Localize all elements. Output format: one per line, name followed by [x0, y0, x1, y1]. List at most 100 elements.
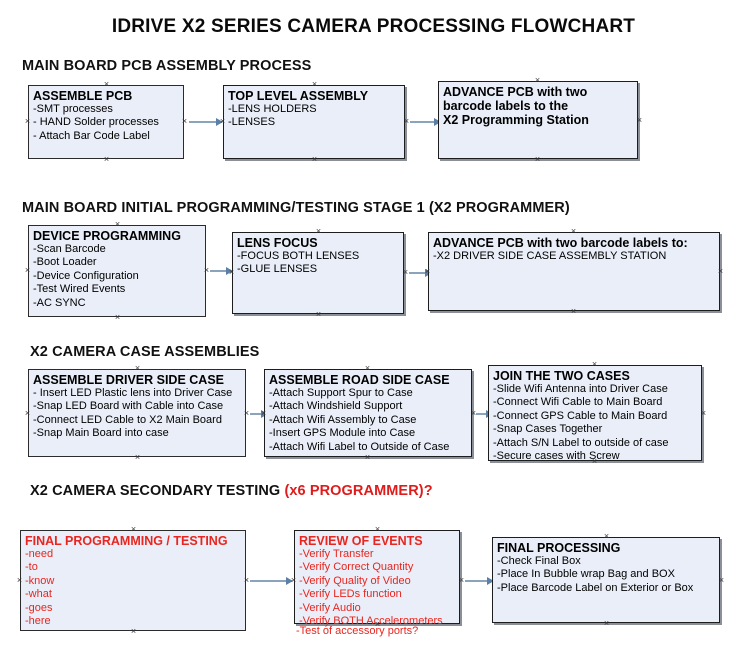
- connection-handle-right[interactable]: [181, 118, 188, 125]
- box-line: -X2 DRIVER SIDE CASE ASSEMBLY STATION: [433, 250, 667, 262]
- connection-handle-bottom[interactable]: [374, 621, 381, 628]
- box-line: -Place In Bubble wrap Bag and BOX: [497, 568, 675, 581]
- connection-handle-right[interactable]: [402, 269, 409, 276]
- box-line: -Verify Transfer: [299, 548, 374, 560]
- box-join-the-two-cases[interactable]: JOIN THE TWO CASES -Slide Wifi Antenna i…: [488, 365, 702, 463]
- connection-handle-left[interactable]: [24, 118, 31, 125]
- box-overflow-line: -Test of accessory ports?: [296, 625, 419, 637]
- section-heading-main-board-pcb-assembly: MAIN BOARD PCB ASSEMBLY PROCESS: [22, 58, 311, 74]
- connection-handle-bottom[interactable]: [114, 314, 121, 321]
- connection-handle-right[interactable]: [700, 410, 707, 417]
- box-title: JOIN THE TWO CASES: [493, 369, 630, 383]
- box-line: -Connect LED Cable to X2 Main Board: [33, 413, 222, 426]
- connection-handle-left[interactable]: [260, 410, 267, 417]
- box-line: -what: [25, 588, 52, 601]
- box-title: FINAL PROCESSING: [497, 541, 621, 555]
- connection-handle-bottom[interactable]: [570, 308, 577, 315]
- connection-handle-left[interactable]: [24, 267, 31, 274]
- section-heading-accent: (x6 PROGRAMMER)?: [284, 483, 433, 499]
- connection-handle-top[interactable]: [374, 526, 381, 533]
- box-line: -Verify Quality of Video: [299, 574, 411, 587]
- box-line: -Secure cases with Screw: [493, 450, 620, 463]
- connection-handle-left[interactable]: [219, 118, 226, 125]
- box-assemble-driver-side-case[interactable]: ASSEMBLE DRIVER SIDE CASE - Insert LED P…: [28, 369, 246, 457]
- box-assemble-road-side-case[interactable]: ASSEMBLE ROAD SIDE CASE -Attach Support …: [264, 369, 472, 457]
- box-line: -Connect Wifi Cable to Main Board: [493, 396, 663, 409]
- box-title: ASSEMBLE PCB: [33, 89, 133, 103]
- box-assemble-pcb[interactable]: ASSEMBLE PCB -SMT processes - HAND Solde…: [28, 85, 184, 159]
- connection-handle-bottom[interactable]: [130, 628, 137, 635]
- connection-handle-top[interactable]: [603, 533, 610, 540]
- box-device-programming[interactable]: DEVICE PROGRAMMING -Scan Barcode -Boot L…: [28, 225, 206, 317]
- box-line: -Attach Support Spur to Case: [269, 387, 413, 399]
- connection-handle-top[interactable]: [364, 365, 371, 372]
- box-line: -Snap LED Board with Cable into Case: [33, 400, 224, 413]
- box-title: DEVICE PROGRAMMING: [33, 229, 181, 243]
- box-line: -need: [25, 548, 54, 560]
- connection-handle-top[interactable]: [570, 228, 577, 235]
- connection-handle-top[interactable]: [315, 228, 322, 235]
- box-top-level-assembly[interactable]: TOP LEVEL ASSEMBLY -LENS HOLDERS -LENSES: [223, 85, 405, 159]
- connection-handle-top[interactable]: [311, 81, 318, 88]
- connection-handle-right[interactable]: [243, 577, 250, 584]
- box-line: -Test Wired Events: [33, 283, 126, 296]
- box-lens-focus[interactable]: LENS FOCUS -FOCUS BOTH LENSES -GLUE LENS…: [232, 232, 404, 314]
- connection-handle-right[interactable]: [403, 118, 410, 125]
- section-heading-text: X2 CAMERA SECONDARY TESTING: [30, 483, 285, 499]
- connection-handle-bottom[interactable]: [364, 454, 371, 461]
- connection-handle-right[interactable]: [458, 577, 465, 584]
- connection-handle-bottom[interactable]: [534, 156, 541, 163]
- box-line: -Device Configuration: [33, 269, 139, 282]
- connection-handle-left[interactable]: [424, 268, 431, 275]
- box-final-programming-testing[interactable]: FINAL PROGRAMMING / TESTING -need -to -k…: [20, 530, 246, 631]
- box-advance-pcb-to-driver-side-case-station[interactable]: ADVANCE PCB with two barcode labels to: …: [428, 232, 720, 311]
- connection-handle-left[interactable]: [228, 269, 235, 276]
- connection-handle-top[interactable]: [134, 365, 141, 372]
- connection-handle-right[interactable]: [717, 268, 724, 275]
- box-line: -Snap Cases Together: [493, 423, 603, 436]
- box-line: X2 Programming Station: [443, 113, 589, 127]
- connection-handle-top[interactable]: [114, 221, 121, 228]
- box-title: TOP LEVEL ASSEMBLY: [228, 89, 369, 103]
- connection-handle-left[interactable]: [16, 577, 23, 584]
- connection-handle-bottom[interactable]: [311, 156, 318, 163]
- box-line: -Verify Audio: [299, 601, 361, 614]
- connection-handle-bottom[interactable]: [603, 620, 610, 627]
- box-line: -Connect GPS Cable to Main Board: [493, 409, 668, 422]
- box-line: -know: [25, 574, 55, 587]
- connection-handle-top[interactable]: [103, 81, 110, 88]
- box-review-of-events[interactable]: REVIEW OF EVENTS -Verify Transfer -Verif…: [294, 530, 460, 627]
- box-line: -Attach Wifi Label to Outside of Case: [269, 440, 450, 453]
- connection-handle-top[interactable]: [591, 361, 598, 368]
- connection-handle-left[interactable]: [290, 577, 297, 584]
- box-line: -here: [25, 615, 51, 628]
- connection-handle-top[interactable]: [534, 77, 541, 84]
- section-heading-x2-camera-secondary-testing: X2 CAMERA SECONDARY TESTING (x6 PROGRAMM…: [30, 483, 433, 499]
- connection-handle-right[interactable]: [243, 410, 250, 417]
- connection-handle-top[interactable]: [130, 526, 137, 533]
- connection-handle-right[interactable]: [203, 267, 210, 274]
- connection-handle-right[interactable]: [718, 577, 725, 584]
- box-advance-pcb-to-x2-programming-station[interactable]: ADVANCE PCB with two barcode labels to t…: [438, 81, 638, 159]
- connection-handle-left[interactable]: [24, 410, 31, 417]
- box-line: -AC SYNC: [33, 296, 86, 309]
- section-heading-main-board-initial-programming: MAIN BOARD INITIAL PROGRAMMING/TESTING S…: [22, 200, 570, 216]
- box-line: - Attach Bar Code Label: [33, 129, 150, 142]
- box-line: -Verify Correct Quantity: [299, 561, 414, 574]
- box-line: -Verify BOTH Accelerometers: [299, 615, 443, 628]
- connection-handle-bottom[interactable]: [103, 156, 110, 163]
- arrow-assemble-pcb-to-top-level-assembly: [189, 118, 223, 126]
- connection-handle-bottom[interactable]: [315, 311, 322, 318]
- box-final-processing[interactable]: FINAL PROCESSING -Check Final Box -Place…: [492, 537, 720, 623]
- box-line: -SMT processes: [33, 103, 113, 115]
- connection-handle-right[interactable]: [636, 117, 643, 124]
- box-line: barcode labels to the: [443, 99, 569, 113]
- box-title: ADVANCE PCB with two barcode labels to:: [433, 236, 688, 250]
- box-line: - Insert LED Plastic lens into Driver Ca…: [33, 387, 233, 399]
- box-line: -Attach Wifi Assembly to Case: [269, 413, 417, 426]
- connection-handle-bottom[interactable]: [134, 454, 141, 461]
- page-title: IDRIVE X2 SERIES CAMERA PROCESSING FLOWC…: [111, 16, 636, 37]
- arrow-review-of-events-to-final-processing: [465, 577, 494, 585]
- connection-handle-bottom[interactable]: [591, 458, 598, 465]
- section-heading-x2-camera-case-assemblies: X2 CAMERA CASE ASSEMBLIES: [30, 344, 259, 360]
